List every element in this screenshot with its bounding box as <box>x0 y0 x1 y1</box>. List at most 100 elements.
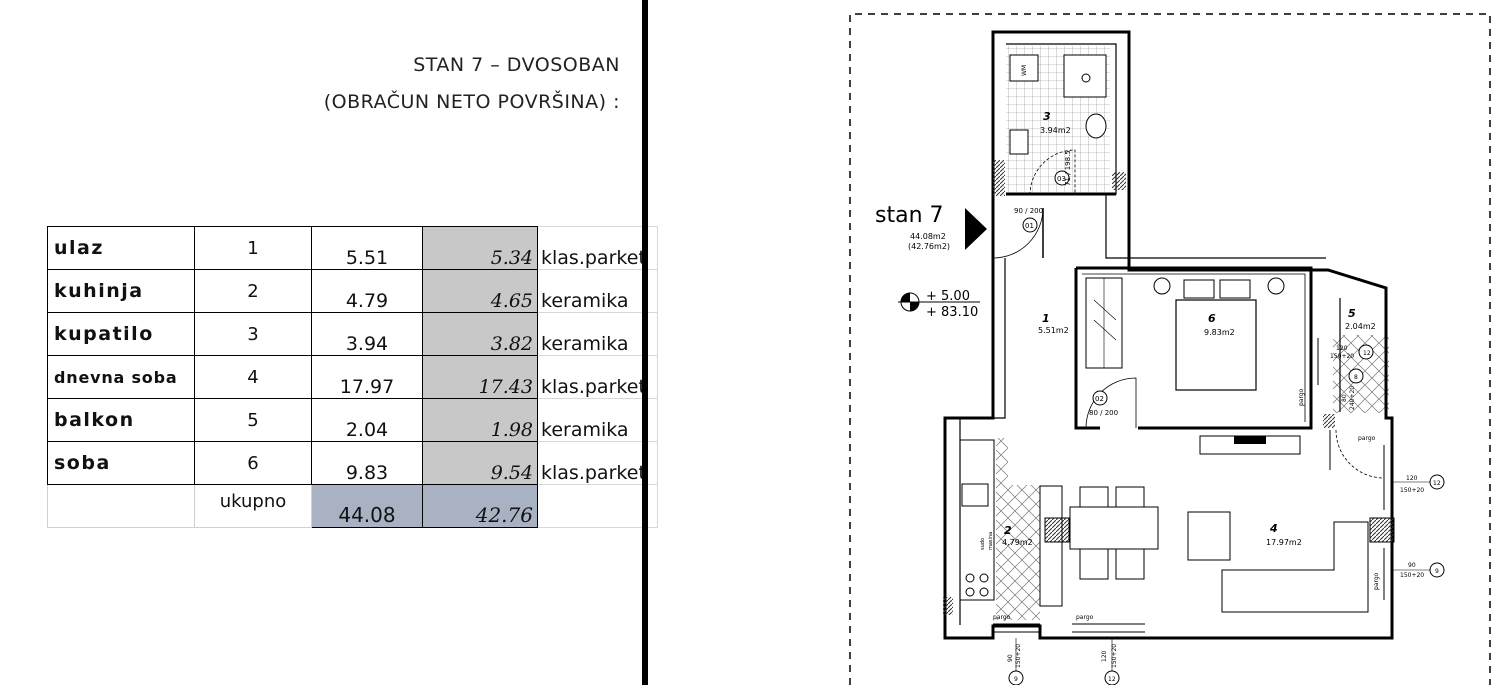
door-03-tag: 03 <box>1057 175 1066 183</box>
wall-hatch <box>1323 414 1335 428</box>
floor-material: klas.parket <box>537 226 658 270</box>
window-tag: 12 <box>1108 676 1116 683</box>
table-total-row: ukupno 44.08 42.76 <box>47 484 658 528</box>
room-name: ulaz <box>47 226 195 270</box>
window-size: 80 <box>1341 394 1348 402</box>
room-number: 6 <box>194 441 312 485</box>
table-row: balkon 5 2.04 1.98 keramika <box>47 398 658 442</box>
door-02-size: 80 / 200 <box>1089 409 1118 417</box>
door-01-tag: 01 <box>1025 222 1034 230</box>
area-net: 4.65 <box>422 269 538 313</box>
level-a: + 5.00 <box>926 289 970 304</box>
window-tag-leader <box>1015 481 1430 671</box>
total-empty-cell <box>47 484 195 528</box>
wall-hatch <box>1112 172 1126 190</box>
unit-area-net: (42.76m2) <box>908 242 950 251</box>
window-frame <box>1309 338 1393 600</box>
kitchen-appliance-label: masina <box>988 532 994 550</box>
site-boundary <box>849 13 1491 685</box>
total-label: ukupno <box>194 484 312 528</box>
pillow <box>1183 279 1215 299</box>
room-6-number: 6 <box>1208 312 1216 325</box>
pillow <box>1219 279 1251 299</box>
entrance-arrow-icon <box>965 208 987 250</box>
door-swing <box>992 207 1044 259</box>
stove-burner <box>979 587 989 597</box>
room-name: kuhinja <box>47 269 195 313</box>
kitchen-tile-area <box>996 485 1040 620</box>
page-divider <box>642 0 648 685</box>
bed <box>1175 299 1257 391</box>
area-net: 3.82 <box>422 312 538 356</box>
stove-burner <box>965 573 975 583</box>
window-size: 120 <box>1101 650 1108 662</box>
dining-table <box>1069 506 1159 550</box>
pargo-label: pargo <box>993 614 1011 621</box>
nightstand <box>1153 277 1171 295</box>
total-area-net: 42.76 <box>422 484 538 528</box>
stove-burner <box>979 573 989 583</box>
room-name: kupatilo <box>47 312 195 356</box>
room-2-area: 4.79m2 <box>1002 538 1033 547</box>
room-name: balkon <box>47 398 195 442</box>
area-gross: 2.04 <box>311 398 423 442</box>
washbasin <box>1009 129 1029 155</box>
window-size: 90 <box>1007 654 1014 662</box>
chair <box>1079 548 1109 580</box>
table-row: ulaz 1 5.51 5.34 klas.parket <box>47 226 658 270</box>
wall-hatch <box>943 597 953 615</box>
window-tag: 9 <box>1014 676 1018 683</box>
window-sub: 150+20 <box>1111 644 1118 668</box>
door-01-size: 90 / 200 <box>1014 207 1043 215</box>
room-number: 5 <box>194 398 312 442</box>
sink <box>961 483 989 507</box>
floor-material: keramika <box>537 398 658 442</box>
door-02-tag: 02 <box>1095 395 1104 403</box>
unit-label: stan 7 <box>875 203 944 228</box>
room-3-area: 3.94m2 <box>1040 126 1071 135</box>
table-row: kuhinja 2 4.79 4.65 keramika <box>47 269 658 313</box>
bedroom-wall <box>1074 266 1313 430</box>
room-5-area: 2.04m2 <box>1345 322 1376 331</box>
page-subtitle: (OBRAČUN NETO POVRŠINA) : <box>323 91 620 113</box>
wardrobe-detail <box>1093 278 1117 368</box>
chair <box>1115 486 1145 508</box>
total-empty-material <box>537 484 658 528</box>
room-4-area: 17.97m2 <box>1266 538 1302 547</box>
door-tag-circle <box>1092 390 1108 406</box>
room-1-area: 5.51m2 <box>1038 326 1069 335</box>
floor-material: keramika <box>537 312 658 356</box>
window-sub: 150+20 <box>1330 353 1354 360</box>
outer-wall <box>943 30 1394 640</box>
door-03-size: 71 / 198.5 <box>1064 150 1072 186</box>
window-tag: 8 <box>1354 374 1358 381</box>
window-sub: 150+20 <box>1400 572 1424 579</box>
room-6-area: 9.83m2 <box>1204 328 1235 337</box>
kitchen-tile-strip <box>996 438 1008 485</box>
area-net: 5.34 <box>422 226 538 270</box>
area-table: ulaz 1 5.51 5.34 klas.parket kuhinja 2 4… <box>47 226 658 528</box>
window-sub: 150+20 <box>1400 487 1424 494</box>
window-tag: 9 <box>1435 568 1439 575</box>
level-marker-quadrant <box>901 293 910 302</box>
window-sub: 240+20 <box>1349 386 1356 410</box>
area-net: 17.43 <box>422 355 538 399</box>
room-4-number: 4 <box>1269 522 1278 535</box>
area-gross: 3.94 <box>311 312 423 356</box>
total-area-gross: 44.08 <box>311 484 423 528</box>
window-size: 120 <box>1336 345 1348 352</box>
table-row: dnevna soba 4 17.97 17.43 klas.parket <box>47 355 658 399</box>
kitchen-appliance-label: sudo <box>980 538 986 550</box>
floor-material: klas.parket <box>537 355 658 399</box>
window-frame <box>993 623 1145 633</box>
table-row: soba 6 9.83 9.54 klas.parket <box>47 441 658 485</box>
door-swing <box>1335 429 1385 479</box>
bathtub <box>1063 54 1107 98</box>
tv <box>1234 436 1266 444</box>
door-swing <box>1029 149 1076 196</box>
area-net: 9.54 <box>422 441 538 485</box>
pargo-label: pargo <box>1373 572 1380 590</box>
door-tag-circle <box>1054 170 1070 186</box>
window-size: 120 <box>1406 475 1418 482</box>
